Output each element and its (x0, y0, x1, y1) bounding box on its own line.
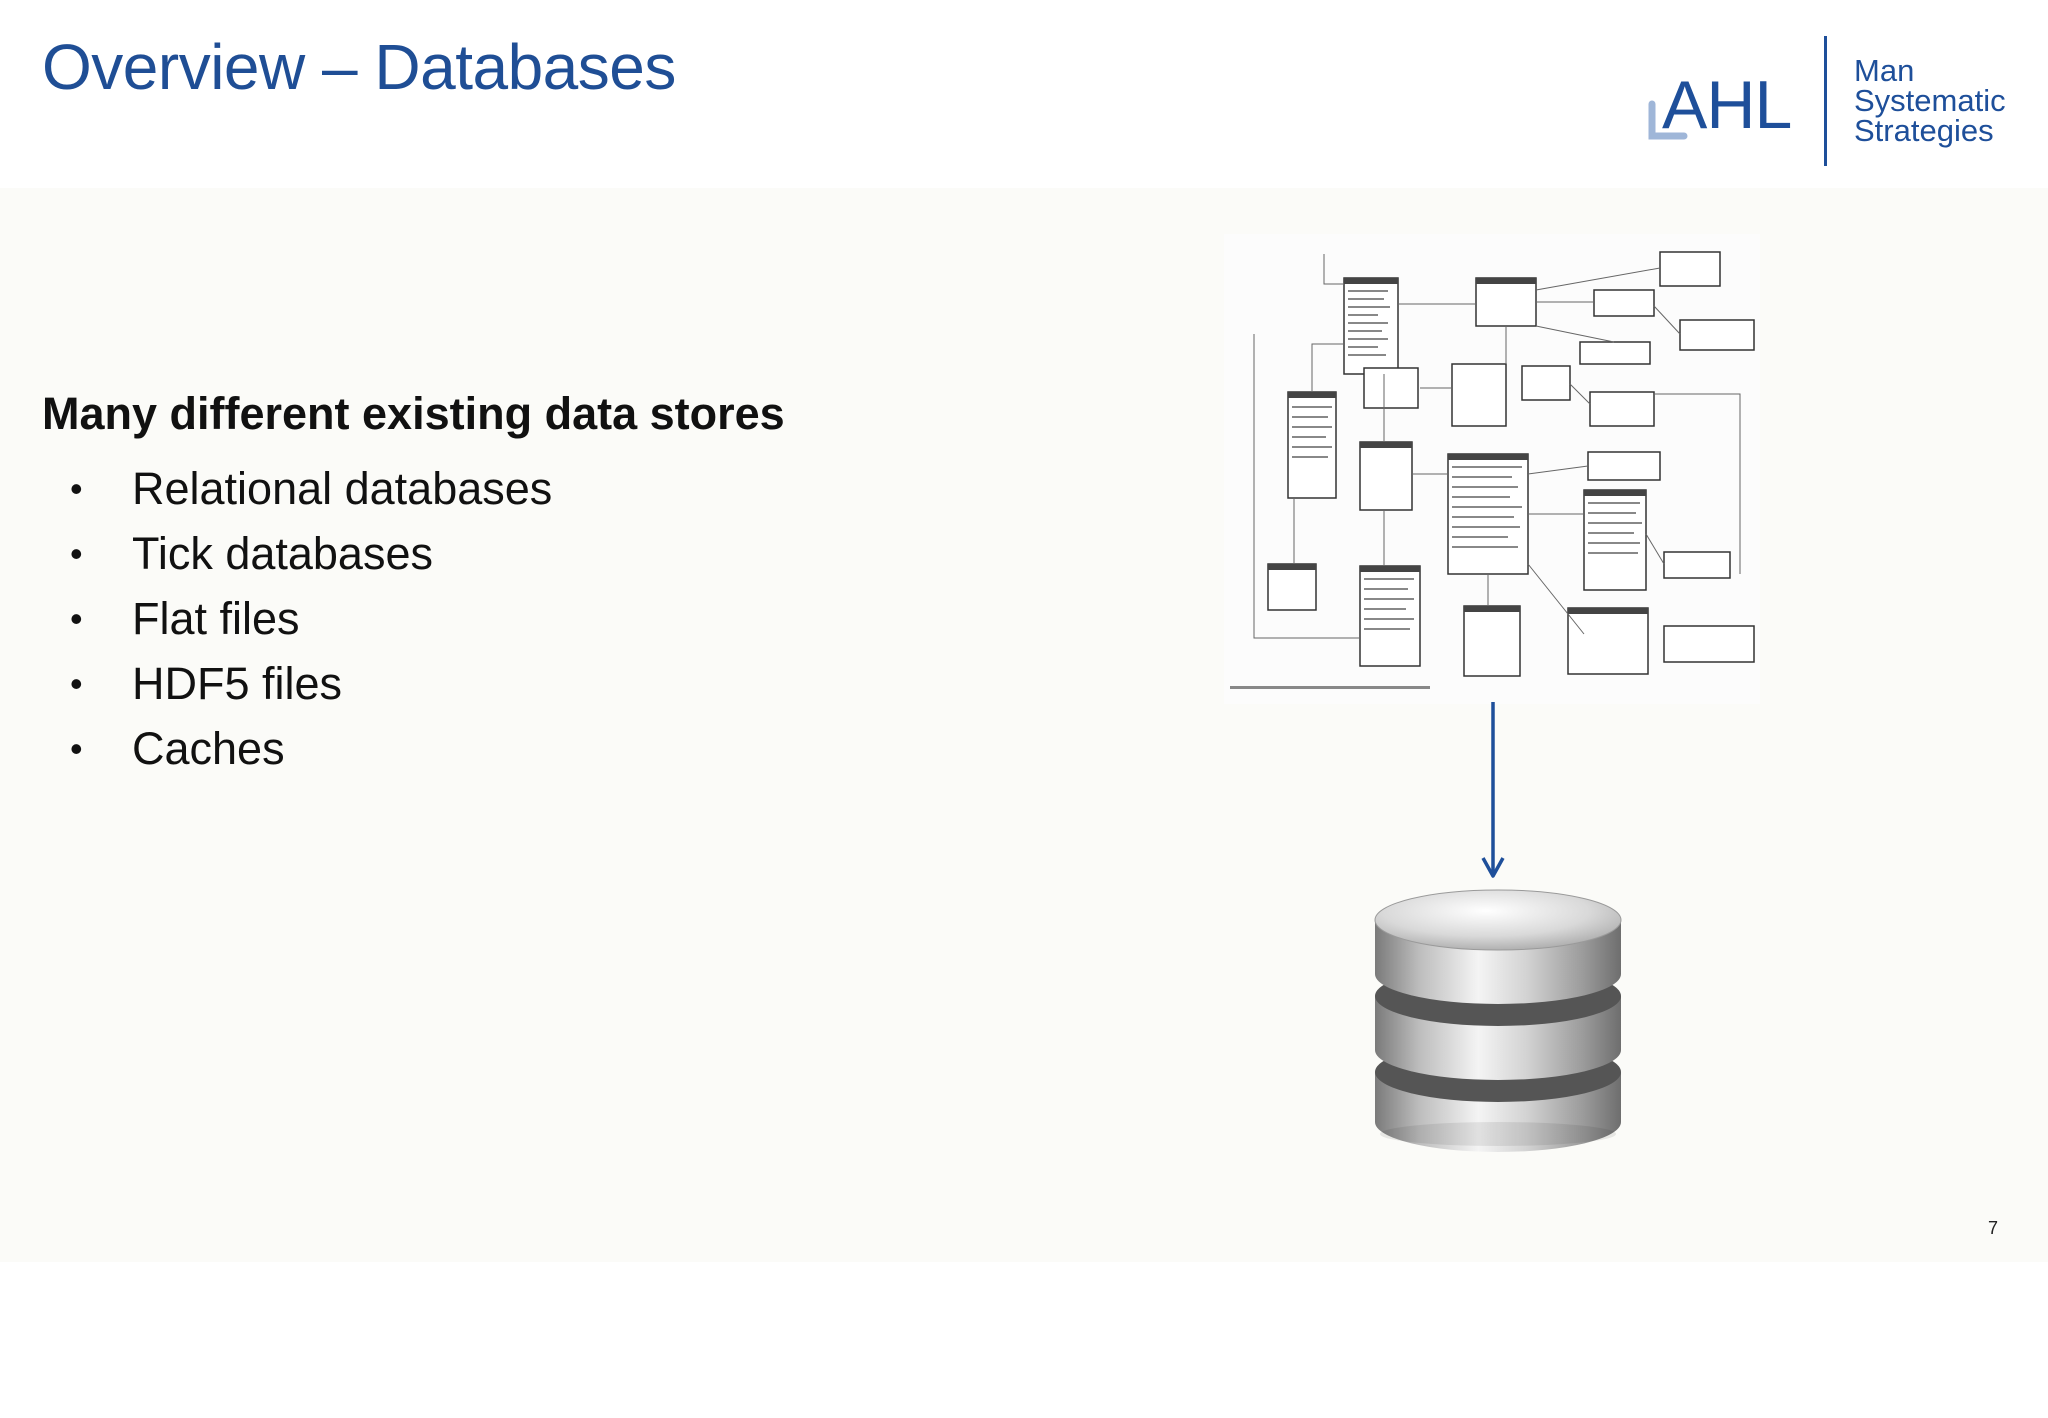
bullet-icon: • (70, 533, 83, 574)
slide-title: Overview – Databases (42, 31, 676, 103)
bullet-text: Relational databases (132, 463, 553, 514)
er-diagram-image (1224, 234, 1760, 704)
database-icon (1374, 889, 1622, 1152)
logo-brand: AHL (1662, 67, 1792, 143)
logo-subtitle-line: Man (1854, 53, 1915, 88)
logo: AHL Man Systematic Strategies (1640, 32, 2020, 172)
logo-subtitle-line: Strategies (1854, 113, 1994, 148)
bullet-item: • Flat files (70, 586, 552, 651)
bullet-item: • Tick databases (70, 521, 552, 586)
logo-subtitle: Man Systematic Strategies (1854, 53, 2006, 148)
logo-divider (1824, 36, 1827, 166)
bullet-text: Caches (132, 723, 285, 774)
bullet-text: Flat files (132, 593, 300, 644)
logo-mark-icon (1648, 100, 1688, 140)
bullet-item: • Relational databases (70, 456, 552, 521)
section-heading: Many different existing data stores (42, 388, 785, 439)
bullet-icon: • (70, 598, 83, 639)
bullet-text: Tick databases (132, 528, 433, 579)
logo-subtitle-line: Systematic (1854, 83, 2006, 118)
bullet-item: • HDF5 files (70, 651, 552, 716)
slide-header: Overview – Databases AHL Man Systematic … (0, 0, 2048, 188)
bullet-text: HDF5 files (132, 658, 343, 709)
bullet-item: • Caches (70, 716, 552, 781)
bullet-icon: • (70, 468, 83, 509)
bullet-icon: • (70, 728, 83, 769)
bullet-list: • Relational databases • Tick databases • F… (70, 456, 552, 781)
slide: Overview – Databases AHL Man Systematic … (0, 0, 2048, 1238)
page-number: 7 (1988, 1218, 1999, 1238)
bullet-icon: • (70, 663, 83, 704)
arrow-down-icon (1481, 702, 1505, 878)
